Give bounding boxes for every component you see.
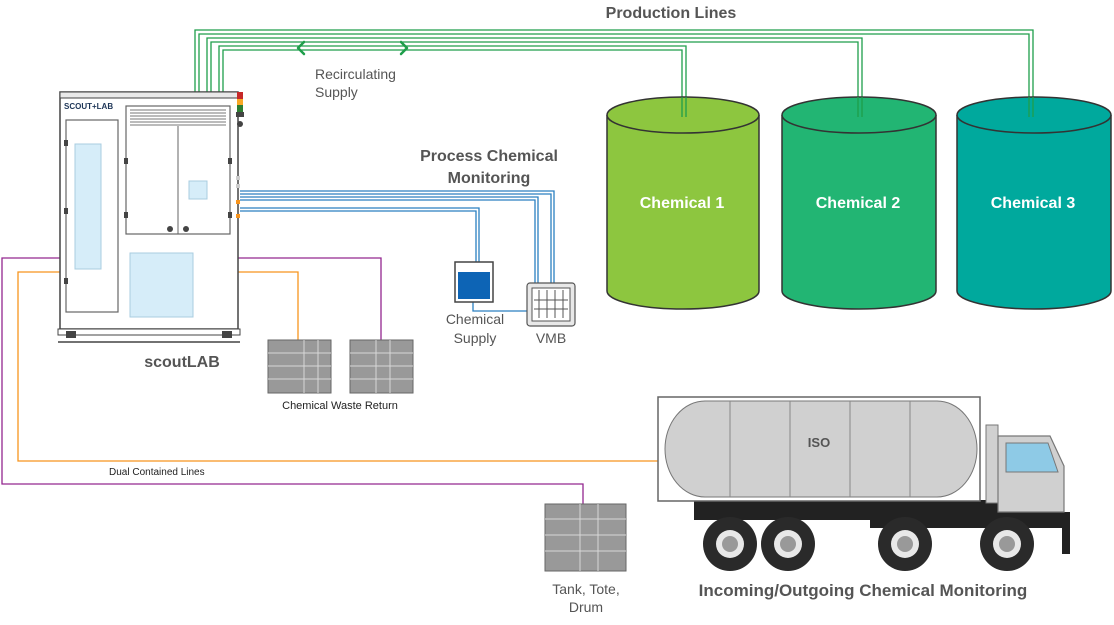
production-lines-heading: Production Lines — [606, 5, 737, 22]
chemical-tank-3 — [956, 96, 1112, 310]
process-lines — [240, 190, 555, 312]
chemical-tank-2 — [781, 96, 937, 310]
recirculating-label-2: Supply — [315, 84, 358, 100]
purple-lines — [1, 257, 584, 504]
waste-return-label: Chemical Waste Return — [282, 400, 398, 412]
vmb-unit — [526, 282, 576, 327]
tank-tote-label-1: Tank, Tote, — [552, 581, 619, 597]
recirculating-label-1: Recirculating — [315, 66, 396, 82]
arrow-left-icon — [296, 40, 306, 56]
incoming-outgoing-heading: Incoming/Outgoing Chemical Monitoring — [699, 581, 1028, 600]
tank-2-label: Chemical 2 — [816, 195, 901, 212]
vmb-label: VMB — [536, 330, 566, 346]
orange-lines — [17, 271, 668, 462]
waste-container-1 — [267, 339, 332, 394]
iso-label: ISO — [808, 435, 830, 450]
chemical-supply-label-1: Chemical — [446, 311, 504, 327]
production-lines — [194, 29, 1034, 110]
chemical-tank-1 — [606, 96, 760, 310]
scoutlab-logo: SCOUT+LAB — [64, 102, 113, 111]
scoutlab-cabinet: SCOUT+LAB — [57, 91, 244, 343]
process-monitoring-heading-2: Monitoring — [448, 170, 531, 187]
recirculation-arrows — [296, 40, 409, 56]
iso-truck — [657, 396, 1070, 571]
tank-3-label: Chemical 3 — [991, 195, 1076, 212]
dual-lines-label: Dual Contained Lines — [109, 467, 205, 478]
chemical-supply-label-2: Supply — [454, 330, 497, 346]
tank-tote-label-2: Drum — [569, 599, 603, 615]
left-window — [74, 143, 102, 270]
waste-container-2 — [349, 339, 414, 394]
chemical-supply-container — [454, 261, 494, 303]
process-monitoring-heading-1: Process Chemical — [420, 148, 558, 165]
arrow-right-icon — [399, 40, 409, 56]
tank-tote-drum — [544, 503, 627, 572]
scoutlab-label: scoutLAB — [144, 354, 220, 371]
tank-1-label: Chemical 1 — [640, 195, 725, 212]
